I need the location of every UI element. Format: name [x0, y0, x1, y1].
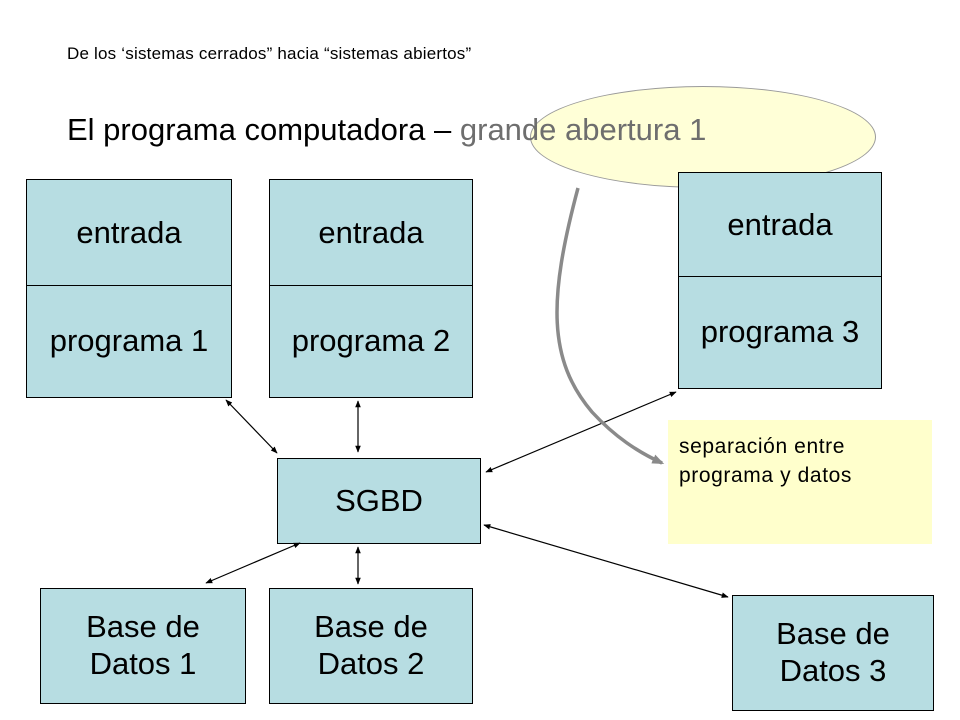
database-2-line2: Datos 2 — [317, 646, 425, 681]
separation-note: separación entre programa y datos — [668, 420, 932, 544]
database-3-line1: Base de — [776, 616, 890, 652]
program-box-3: entrada programa 3 — [678, 172, 882, 389]
arrow-dbms-database3 — [483, 524, 729, 598]
database-3-line2: Datos 3 — [779, 653, 887, 688]
arrow-dbms-database1 — [205, 542, 301, 584]
slide-subtitle: De los ‘sistemas cerrados” hacia “sistem… — [67, 44, 472, 63]
program-1-name: programa 1 — [49, 322, 209, 358]
program-1-input-label: entrada — [27, 180, 231, 286]
slide-title-highlight: grande abertura 1 — [459, 112, 707, 147]
dbms-box: SGBD — [277, 458, 481, 544]
program-box-2: entrada programa 2 — [269, 179, 473, 398]
program-2-name: programa 2 — [291, 322, 451, 358]
arrow-program1-dbms — [225, 399, 278, 454]
database-1-line2: Datos 1 — [89, 646, 197, 681]
database-1-line1: Base de — [86, 609, 200, 645]
highlight-ellipse — [530, 86, 876, 188]
callout-curve — [555, 187, 665, 465]
slide-title: El programa computadora – grande abertur… — [67, 112, 706, 148]
arrow-program3-dbms — [485, 391, 677, 473]
program-3-input-label: entrada — [679, 173, 881, 277]
slide-title-main: El programa computadora – — [67, 112, 460, 147]
program-box-1: entrada programa 1 — [26, 179, 232, 398]
database-2-line1: Base de — [314, 609, 428, 645]
program-2-input-label: entrada — [270, 180, 472, 286]
program-3-name: programa 3 — [700, 313, 860, 349]
